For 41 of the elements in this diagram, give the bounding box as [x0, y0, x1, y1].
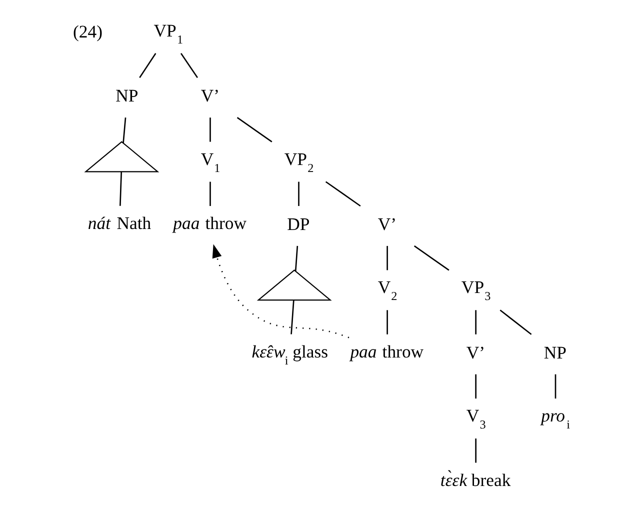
node-text: VP$_{3}$: [460, 276, 490, 303]
connector: [294, 245, 298, 271]
connector: [236, 116, 272, 142]
connector: [474, 374, 476, 398]
connector: [474, 310, 476, 334]
node-triangle: [256, 268, 332, 300]
node-text: paa throw: [172, 212, 246, 233]
arrow: [212, 244, 349, 338]
node-text: nát Nath: [87, 212, 151, 233]
connector: [386, 245, 388, 270]
connector: [413, 244, 449, 270]
node-text: paa throw: [350, 340, 424, 361]
node-text: kɛ̂ɛw$_{i}$ glass: [251, 340, 328, 367]
node-text: tɛ̀ɛk break: [440, 469, 510, 490]
node-text: V’: [466, 342, 485, 362]
node-text: VP$_{2}$: [284, 148, 314, 174]
node-triangle: [84, 140, 159, 172]
node-text: NP: [543, 342, 566, 362]
connector: [386, 310, 388, 334]
connector: [122, 117, 126, 143]
connector: [324, 180, 360, 206]
label: (24): [72, 21, 102, 42]
node-text: NP: [115, 85, 138, 106]
node-text: VP$_{1}$: [153, 20, 183, 46]
node-text: V$_{2}$: [377, 276, 397, 303]
connector: [180, 52, 198, 78]
connector: [499, 309, 532, 334]
node-text: V$_{3}$: [466, 405, 486, 432]
node-text: pro$_{i}$: [540, 405, 570, 432]
connector: [209, 117, 210, 142]
connector: [298, 181, 299, 206]
connector: [138, 52, 156, 78]
connector: [474, 438, 476, 462]
connector: [209, 181, 210, 206]
node-text: DP: [286, 214, 310, 234]
node-text: V’: [377, 214, 396, 234]
connector: [554, 374, 556, 398]
connector: [290, 300, 294, 334]
node-text: V’: [200, 85, 219, 106]
node-text: V$_{1}$: [200, 148, 220, 174]
connector: [119, 171, 122, 206]
